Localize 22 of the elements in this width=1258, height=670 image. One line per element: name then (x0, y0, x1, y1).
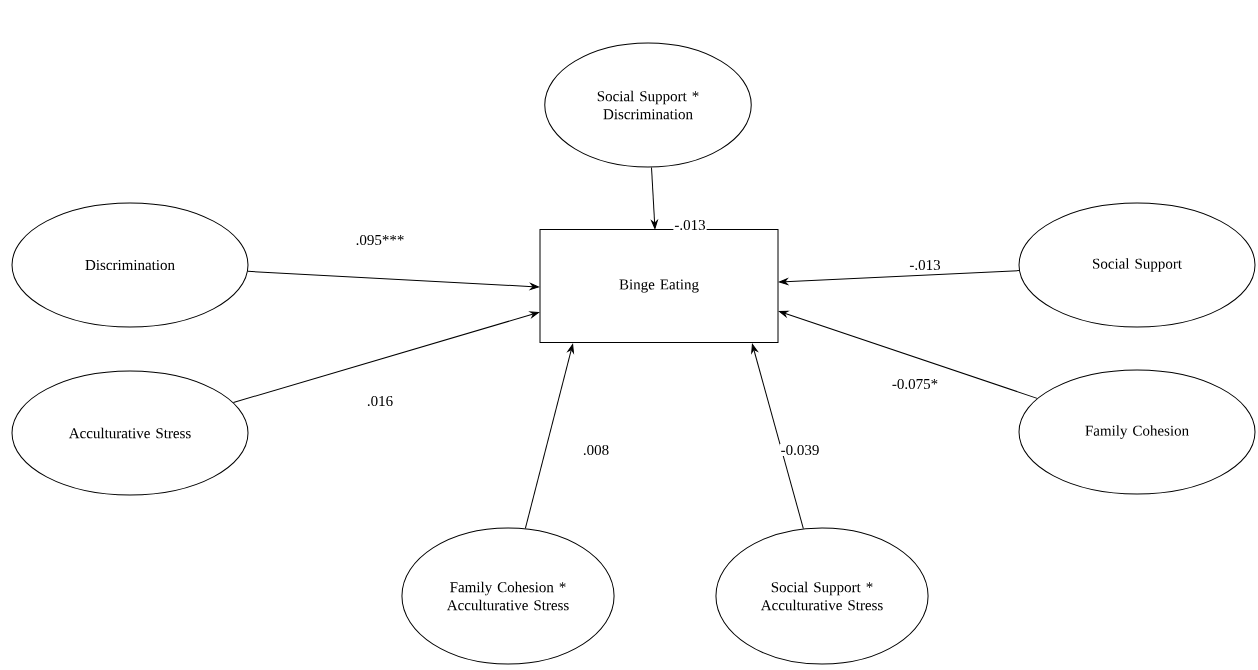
arrow (524, 343, 574, 529)
ellipse-node: Discrimination (11, 202, 249, 328)
ellipse-node: Social Support (1018, 202, 1256, 328)
edge-label: .016 (365, 394, 395, 408)
edge-label: -.013 (673, 218, 707, 232)
ellipse-node: Family Cohesion (1018, 369, 1256, 495)
arrow (778, 270, 1020, 285)
edge-label: -0.075* (890, 377, 940, 391)
edge-label: -.013 (908, 258, 942, 272)
arrow (778, 310, 1038, 399)
arrow (651, 166, 658, 230)
arrow (247, 270, 540, 290)
ellipse-node: Family Cohesion * Acculturative Stress (401, 527, 615, 665)
ellipse-node: Social Support * Acculturative Stress (715, 527, 929, 665)
ellipse-node: Acculturative Stress (11, 370, 249, 496)
edge-label: .095*** (354, 233, 406, 247)
edge-label: .008 (581, 443, 611, 457)
outcome-box: Binge Eating (539, 229, 779, 343)
arrow (751, 343, 804, 530)
arrow (232, 311, 540, 403)
edge-label: -0.039 (779, 443, 821, 457)
ellipse-node: Social Support * Discrimination (544, 42, 752, 168)
